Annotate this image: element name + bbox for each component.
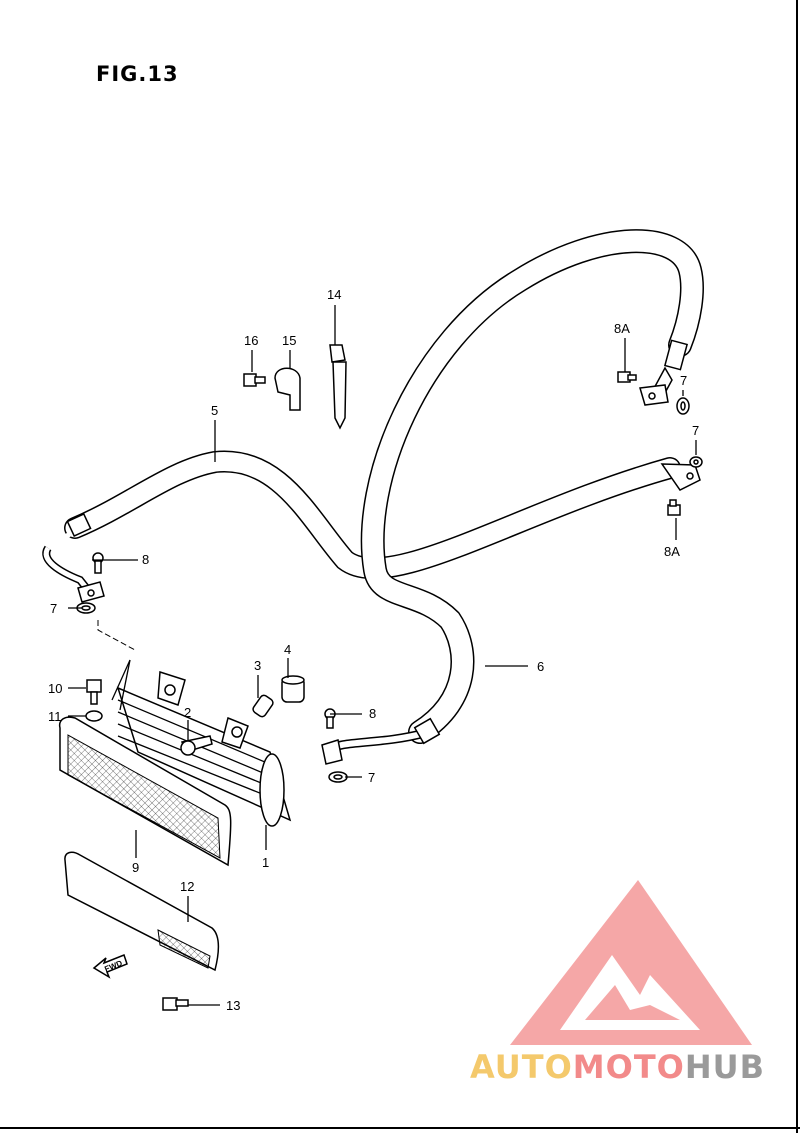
tie-14 (329, 344, 347, 430)
callout-15: 15 (282, 333, 296, 348)
bolt-16 (243, 373, 266, 387)
watermark-brand: AUTOMOTOHUB (470, 1048, 765, 1086)
washer-11 (85, 710, 103, 722)
callout-6: 6 (537, 659, 544, 674)
watermark-logo (510, 880, 752, 1045)
callout-5: 5 (211, 403, 218, 418)
callout-1: 1 (262, 855, 269, 870)
bolt-8A-lower (667, 499, 681, 516)
bolt-10 (86, 679, 102, 705)
frame-right-edge (796, 0, 798, 1133)
callout-3: 3 (254, 658, 261, 673)
callout-16: 16 (244, 333, 258, 348)
callout-2: 2 (184, 705, 191, 720)
bolt-2 (180, 735, 213, 756)
hose-5 (42, 450, 701, 603)
cushion-4 (281, 675, 305, 703)
fwd-label: FWD (103, 959, 123, 974)
callout-14: 14 (327, 287, 341, 302)
callout-8a: 8 (142, 552, 149, 567)
callout-11: 11 (48, 709, 62, 724)
leader-lines (68, 305, 697, 1006)
callout-8A-upper: 8A (614, 321, 630, 336)
fwd-arrow: FWD (92, 954, 128, 979)
brand-auto: AUTO (470, 1048, 573, 1086)
washers-7 (76, 397, 703, 783)
callout-13: 13 (226, 998, 240, 1013)
callout-labels: 1 2 3 4 5 6 7 7 7 7 8 8 8A 8A 9 10 11 12… (48, 287, 699, 1013)
frame-bottom-edge (0, 1127, 800, 1129)
collar-3 (252, 694, 274, 718)
screen-12 (64, 851, 220, 972)
callout-7b: 7 (368, 770, 375, 785)
brand-hub: HUB (684, 1048, 766, 1086)
callout-7a: 7 (50, 601, 57, 616)
hose-6 (321, 229, 704, 765)
oil-cooler-1 (116, 670, 292, 827)
callout-10: 10 (48, 681, 62, 696)
bolt-8-upper (92, 552, 104, 574)
figure-title: FIG.13 (96, 62, 179, 86)
callout-4: 4 (284, 642, 291, 657)
callout-8b: 8 (369, 706, 376, 721)
bolt-8A-upper (617, 371, 637, 383)
callout-7d: 7 (692, 423, 699, 438)
brand-moto: MOTO (572, 1048, 685, 1086)
callout-9: 9 (132, 860, 139, 875)
callout-8A-lower: 8A (664, 544, 680, 559)
bolt-13 (162, 997, 189, 1011)
clamp-15 (274, 367, 301, 411)
bolt-8-lower (324, 708, 336, 729)
screen-9 (58, 716, 232, 867)
callout-7c: 7 (680, 373, 687, 388)
callout-12: 12 (180, 879, 194, 894)
